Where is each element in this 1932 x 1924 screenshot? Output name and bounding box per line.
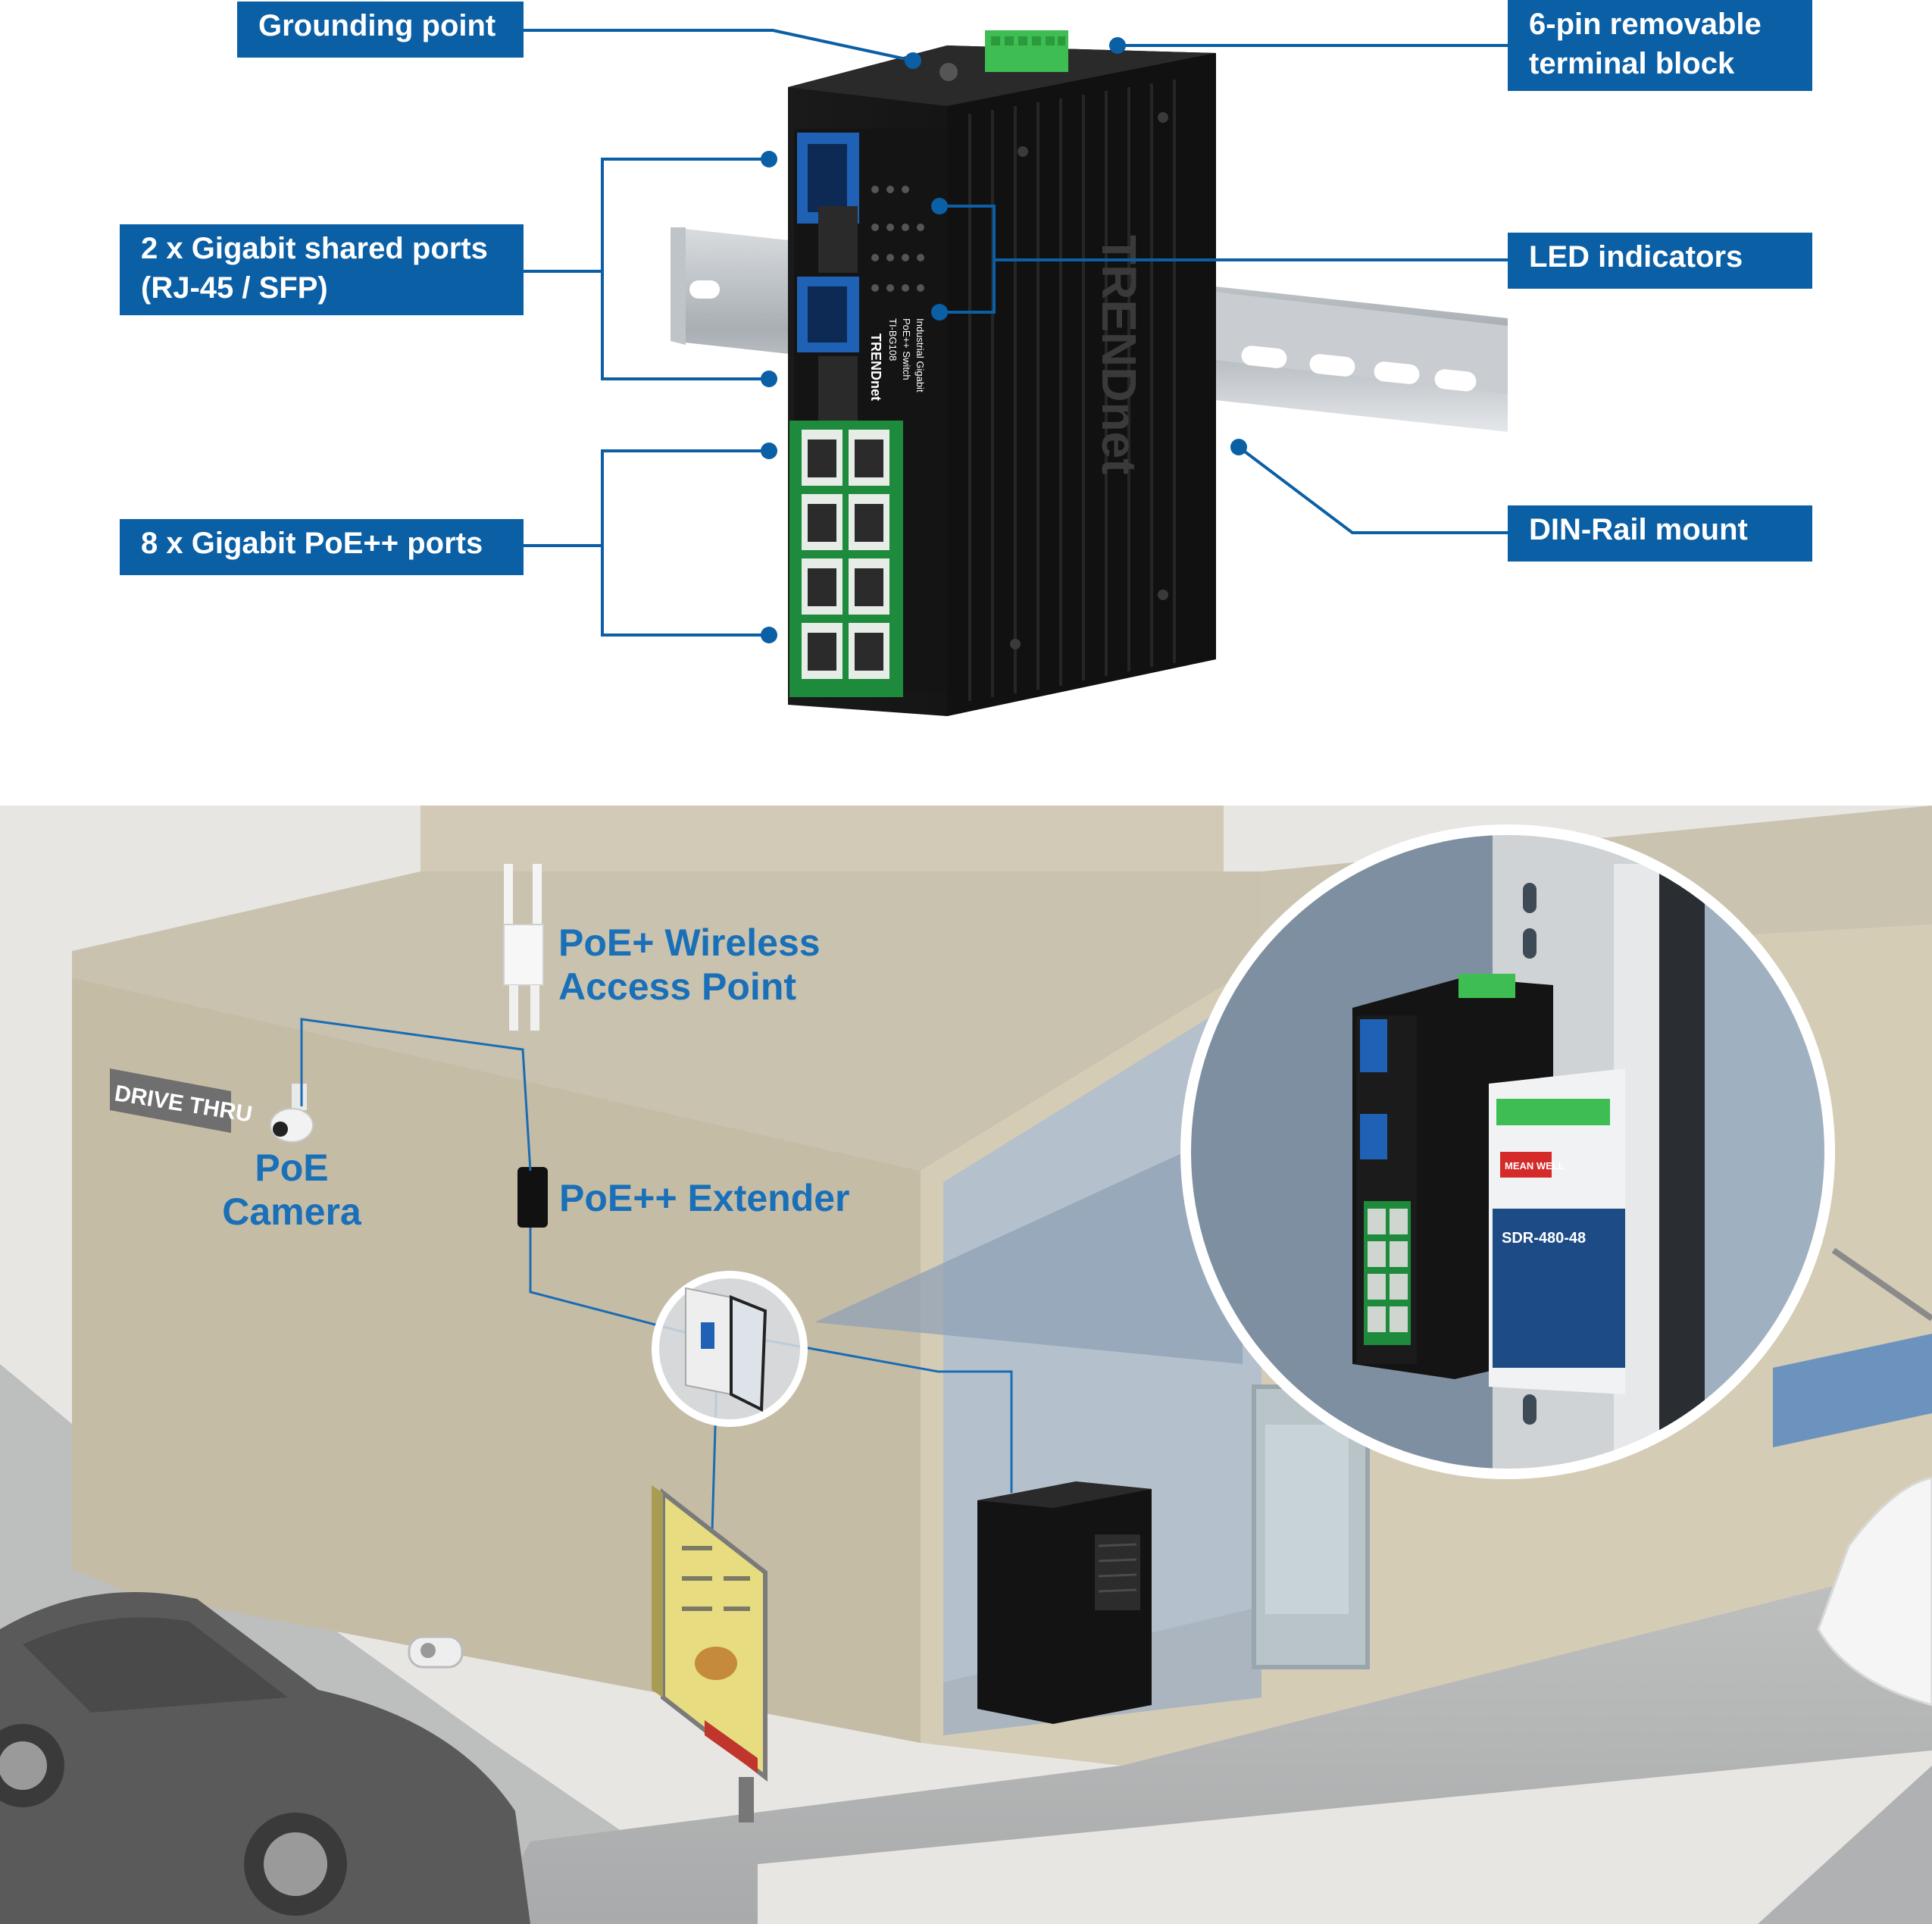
switch-device: TRENDnet [788, 30, 1216, 716]
parking-bollard [408, 1635, 464, 1669]
callout-grounding-text: Grounding point [258, 9, 496, 42]
road-front [485, 1561, 1932, 1924]
grounding-screw [939, 63, 958, 81]
model-line-3: TI-BG108 [887, 318, 899, 361]
callout-grounding-point: Grounding point [237, 2, 524, 58]
enclosure-magnifier [652, 1271, 808, 1427]
poe-camera [270, 1084, 314, 1143]
awning [1773, 1334, 1932, 1447]
label-ap-line-1: PoE+ Wireless [558, 921, 821, 964]
zoomed-power-supply: MEAN WELL SDR-480-48 [1489, 1068, 1625, 1394]
label-camera-line-1: PoE [255, 1147, 329, 1189]
brand-front-text: TRENDnet [868, 333, 883, 401]
car-left [0, 1592, 530, 1924]
poe-extender [517, 1167, 548, 1228]
zoom-circle: MEAN WELL SDR-480-48 [1180, 824, 1835, 1479]
roof [72, 871, 1261, 1171]
callout-led-indicators: LED indicators [1508, 233, 1812, 289]
label-extender-text: PoE++ Extender [559, 1177, 850, 1219]
callout-connectors [523, 29, 1512, 637]
rj45-port-t10 [818, 206, 858, 273]
callout-terminal-line-1: 6-pin removable [1529, 8, 1762, 41]
callout-led-text: LED indicators [1529, 240, 1743, 274]
label-camera-line-2: Camera [222, 1190, 361, 1233]
model-line-2: PoE++ Switch [901, 318, 912, 380]
model-line-1: Industrial Gigabit [914, 318, 926, 393]
callout-shared-ports: 2 x Gigabit shared ports (RJ-45 / SFP) [120, 224, 524, 315]
callout-dots [761, 37, 1247, 643]
label-extender: PoE++ Extender [559, 1176, 850, 1220]
rj45-port-t9 [818, 356, 858, 423]
label-ap-line-2: Access Point [558, 965, 797, 1008]
brand-side-text: TRENDnet [1092, 235, 1146, 474]
product-illustration: TRENDnet [523, 29, 1512, 716]
callout-shared-line-1: 2 x Gigabit shared ports [141, 232, 488, 265]
led-indicators [871, 186, 924, 292]
wireless-access-point [503, 864, 544, 1031]
drive-thru-scene: DRIVE THRU [0, 806, 1932, 1924]
psu-model-text: SDR-480-48 [1502, 1230, 1586, 1247]
label-access-point: PoE+ Wireless Access Point [558, 921, 821, 1009]
callout-poe-ports: 8 x Gigabit PoE++ ports [120, 519, 524, 575]
callout-din-rail: DIN-Rail mount [1508, 505, 1812, 562]
zoom-wedge [814, 1125, 1243, 1364]
callout-terminal-block: 6-pin removable terminal block [1508, 0, 1812, 91]
callout-shared-line-2: (RJ-45 / SFP) [141, 271, 328, 305]
callout-din-text: DIN-Rail mount [1529, 513, 1748, 546]
menu-board [652, 1485, 767, 1822]
psu-brand-text: MEAN WELL [1505, 1160, 1565, 1172]
callout-terminal-line-2: terminal block [1529, 47, 1735, 80]
callout-poe-text: 8 x Gigabit PoE++ ports [141, 527, 483, 560]
label-camera: PoE Camera [220, 1146, 364, 1234]
